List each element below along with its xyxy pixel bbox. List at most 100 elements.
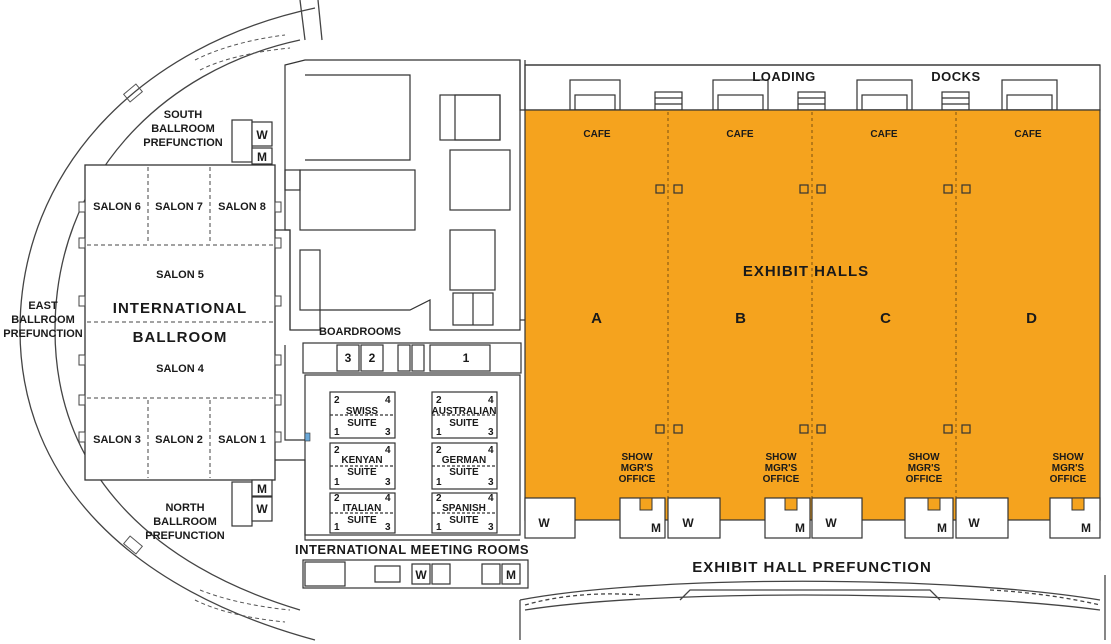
meeting-service-strip <box>302 559 529 589</box>
ballroom-side-stubs <box>78 201 282 443</box>
info-marker <box>304 432 311 442</box>
cafe-b-label: CAFE <box>726 129 754 140</box>
german-suite-line2: SUITE <box>449 467 479 478</box>
exhibit-prefunction-label: EXHIBIT HALL PREFUNCTION <box>692 559 932 576</box>
meeting-restroom-w: W <box>415 568 427 582</box>
service-core <box>284 59 528 331</box>
salon-4-label: SALON 4 <box>156 363 205 375</box>
west-window-columns <box>122 34 291 623</box>
boardrooms-block <box>302 342 522 374</box>
north-restroom-w: W <box>256 502 268 516</box>
cafe-c-label: CAFE <box>870 129 898 140</box>
exhibit-halls-floor <box>524 109 1101 521</box>
office-b-line3: OFFICE <box>763 474 800 485</box>
kenyan-suite-line2: SUITE <box>347 467 377 478</box>
south-prefunction-line1: SOUTH <box>164 109 203 121</box>
south-restrooms <box>231 119 273 165</box>
north-restrooms <box>231 479 273 527</box>
show-office-c: SHOW MGR'S OFFICE <box>906 452 943 485</box>
salon-5-label: SALON 5 <box>156 269 204 281</box>
australian-suite-line1: AUSTRALIAN <box>432 406 497 417</box>
australian-n3: 3 <box>488 427 494 438</box>
spanish-suite-line2: SUITE <box>449 515 479 526</box>
boardrooms-title: BOARDROOMS <box>319 326 401 338</box>
spanish-n2: 2 <box>436 493 442 504</box>
show-office-b: SHOW MGR'S OFFICE <box>763 452 800 485</box>
swiss-n2: 2 <box>334 395 340 406</box>
office-c-line1: SHOW <box>908 452 940 463</box>
salon-8-label: SALON 8 <box>218 201 266 213</box>
south-prefunction-line3: PREFUNCTION <box>143 137 223 149</box>
cafe-a-label: CAFE <box>583 129 611 140</box>
salon-1-label: SALON 1 <box>218 434 266 446</box>
loading-label: LOADING <box>752 69 815 84</box>
kenyan-n2: 2 <box>334 445 340 456</box>
north-restroom-m: M <box>257 482 267 496</box>
show-office-a: SHOW MGR'S OFFICE <box>619 452 656 485</box>
boardroom-1-label: 1 <box>463 351 470 365</box>
south-restroom-m: M <box>257 150 267 164</box>
german-n1: 1 <box>436 477 442 488</box>
hall-restroom-w4: W <box>968 516 980 530</box>
office-a-line2: MGR'S <box>621 463 654 474</box>
east-prefunction-line3: PREFUNCTION <box>3 328 83 340</box>
office-d-line2: MGR'S <box>1052 463 1085 474</box>
kenyan-suite-line1: KENYAN <box>341 455 382 466</box>
german-n4: 4 <box>488 445 494 456</box>
south-prefunction-label: SOUTH BALLROOM PREFUNCTION <box>143 109 223 149</box>
east-prefunction-label: EAST BALLROOM PREFUNCTION <box>3 300 83 340</box>
east-prefunction-line2: BALLROOM <box>11 314 75 326</box>
hall-restroom-m2: M <box>795 521 805 535</box>
hall-d-label: D <box>1026 310 1038 327</box>
office-b-line1: SHOW <box>765 452 797 463</box>
boardroom-2-label: 2 <box>369 351 376 365</box>
australian-suite-line2: SUITE <box>449 418 479 429</box>
salon-3-label: SALON 3 <box>93 434 141 446</box>
meeting-restroom-m: M <box>506 568 516 582</box>
ballroom-name-line2: BALLROOM <box>133 329 228 346</box>
australian-n2: 2 <box>436 395 442 406</box>
office-c-line2: MGR'S <box>908 463 941 474</box>
salon-7-label: SALON 7 <box>155 201 203 213</box>
spanish-n1: 1 <box>436 522 442 533</box>
italian-suite-line2: SUITE <box>347 515 377 526</box>
kenyan-n1: 1 <box>334 477 340 488</box>
hall-restroom-w1: W <box>538 516 550 530</box>
swiss-n1: 1 <box>334 427 340 438</box>
hall-support-rooms <box>524 497 1101 539</box>
salon-2-label: SALON 2 <box>155 434 203 446</box>
meeting-rooms-block <box>304 374 521 536</box>
salon-6-label: SALON 6 <box>93 201 141 213</box>
north-prefunction-line2: BALLROOM <box>153 516 217 528</box>
spanish-n3: 3 <box>488 522 494 533</box>
east-prefunction-line1: EAST <box>28 300 58 312</box>
kenyan-n3: 3 <box>385 477 391 488</box>
ballroom-dividers <box>87 167 273 478</box>
kenyan-n4: 4 <box>385 445 391 456</box>
office-a-line3: OFFICE <box>619 474 656 485</box>
hall-restroom-w3: W <box>825 516 837 530</box>
south-restroom-w: W <box>256 128 268 142</box>
boardroom-3-label: 3 <box>345 351 352 365</box>
show-office-d: SHOW MGR'S OFFICE <box>1050 452 1087 485</box>
north-prefunction-label: NORTH BALLROOM PREFUNCTION <box>145 502 225 542</box>
hall-b-label: B <box>735 310 747 327</box>
hall-restroom-m4: M <box>1081 521 1091 535</box>
ballroom-name-line1: INTERNATIONAL <box>113 300 247 317</box>
suite-numbers: 2 4 1 3 2 4 1 3 2 4 1 3 2 4 1 3 2 4 1 3 … <box>334 395 494 533</box>
south-prefunction-line2: BALLROOM <box>151 123 215 135</box>
meeting-rooms-title: INTERNATIONAL MEETING ROOMS <box>295 542 529 557</box>
swiss-suite-line1: SWISS <box>346 406 379 417</box>
spanish-suite-line1: SPANISH <box>442 503 486 514</box>
swiss-n3: 3 <box>385 427 391 438</box>
swiss-n4: 4 <box>385 395 391 406</box>
swiss-suite-line2: SUITE <box>347 418 377 429</box>
italian-suite-line1: ITALIAN <box>343 503 382 514</box>
cafe-d-label: CAFE <box>1014 129 1042 140</box>
hall-c-label: C <box>880 310 892 327</box>
office-a-line1: SHOW <box>621 452 653 463</box>
german-suite-line1: GERMAN <box>442 455 486 466</box>
spanish-n4: 4 <box>488 493 494 504</box>
